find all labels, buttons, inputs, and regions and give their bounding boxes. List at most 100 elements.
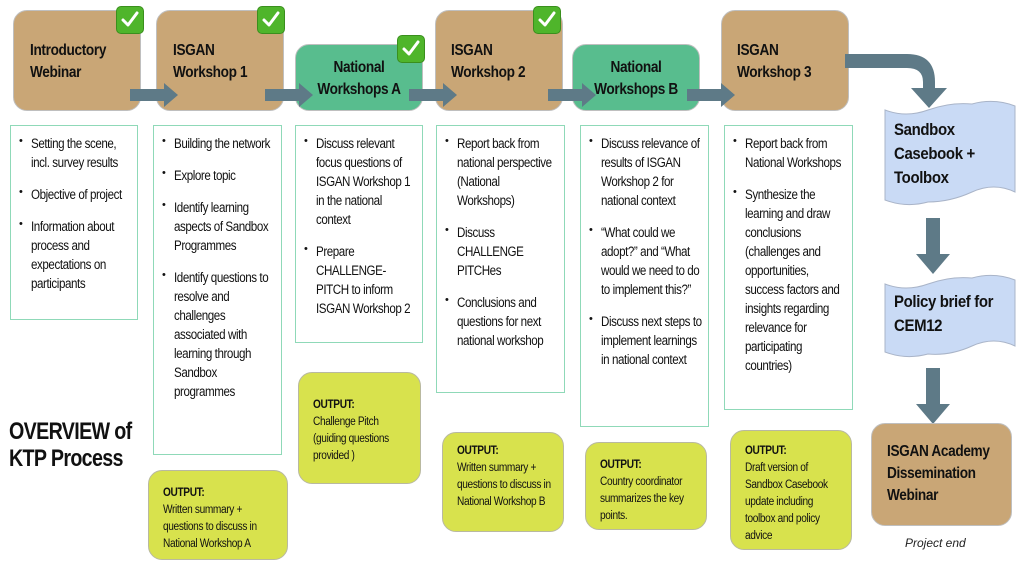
bullet-text: Setting the scene, incl. survey results (31, 136, 118, 170)
stage-label-line1: ISGAN (737, 42, 779, 59)
bullet-item: Identify learning aspects of Sandbox Pro… (162, 196, 275, 255)
stage-label: National Workshops B (581, 57, 692, 101)
bullet-list: Discuss relevant focus questions of ISGA… (304, 132, 416, 318)
bullet-item: Discuss next steps to implement learning… (589, 310, 702, 369)
bullet-text: Information about process and expectatio… (31, 219, 115, 291)
checkmark-icon (116, 6, 144, 34)
stage-label-line2: Workshop 1 (173, 64, 248, 81)
stage-label-line1: National (610, 59, 662, 76)
arrow-down-icon (916, 218, 950, 274)
bullet-text: Explore topic (174, 168, 236, 183)
checkmark-icon (257, 6, 285, 34)
deliverable-label: Policy brief for CEM12 (894, 290, 993, 338)
bullet-item: Discuss CHALLENGE PITCHes (445, 221, 558, 280)
checkmark-icon (533, 6, 561, 34)
bullets-isgan-workshop-2: Report back from national perspective (N… (436, 125, 565, 393)
bullet-text: Discuss CHALLENGE PITCHes (457, 225, 524, 278)
output-isgan-workshop-1: OUTPUT: Written summary + questions to d… (148, 470, 288, 560)
stage-label-line3: Webinar (887, 487, 939, 504)
stage-label-line2: Workshop 2 (451, 64, 526, 81)
stage-label-line2: Workshops A (317, 81, 401, 98)
bullet-item: Setting the scene, incl. survey results (19, 132, 131, 172)
arrow-right-icon (548, 83, 596, 107)
diagram-title-line2: KTP Process (9, 445, 124, 472)
arrow-right-icon (409, 83, 457, 107)
output-national-workshops-b: OUTPUT: Country coordinator summarizes t… (585, 442, 707, 530)
bullet-list: Discuss relevance of results of ISGAN Wo… (589, 132, 702, 369)
output-text: Challenge Pitch (guiding questions provi… (313, 416, 389, 462)
deliverable-label-line2: CEM12 (894, 316, 943, 335)
bullet-item: Report back from national perspective (N… (445, 132, 558, 210)
deliverable-label-line2: Casebook + (894, 144, 975, 163)
stage-label-line1: Introductory (30, 42, 107, 59)
stage-isgan-academy-webinar: ISGAN Academy Dissemination Webinar (871, 423, 1012, 526)
deliverable-label-line3: Toolbox (894, 168, 949, 187)
bullet-list: Setting the scene, incl. survey results … (19, 132, 131, 293)
stage-label: ISGAN Academy Dissemination Webinar (887, 441, 990, 507)
bullet-item: Identify questions to resolve and challe… (162, 266, 275, 401)
bullet-text: Synthesize the learning and draw conclus… (745, 187, 840, 373)
stage-label: ISGAN Workshop 3 (737, 40, 812, 84)
bullet-text: “What could we adopt?” and “What would w… (601, 225, 700, 297)
bullet-list: Report back from National Workshops Synt… (733, 132, 846, 375)
bullet-text: Prepare CHALLENGE-PITCH to inform ISGAN … (316, 244, 411, 316)
output-title: OUTPUT: (745, 445, 787, 457)
output-text: Country coordinator summarizes the key p… (600, 476, 684, 522)
bullet-text: Report back from national perspective (N… (457, 136, 552, 208)
bullets-national-workshops-b: Discuss relevance of results of ISGAN Wo… (580, 125, 709, 427)
bullet-item: Discuss relevant focus questions of ISGA… (304, 132, 416, 229)
stage-label-line2: Dissemination (887, 465, 976, 482)
deliverable-policy-brief: Policy brief for CEM12 (884, 272, 1016, 358)
bullets-isgan-workshop-1: Building the network Explore topic Ident… (153, 125, 282, 455)
bullets-isgan-workshop-3: Report back from National Workshops Synt… (724, 125, 853, 410)
arrow-right-icon (265, 83, 313, 107)
stage-national-workshops-b: National Workshops B (572, 44, 700, 111)
arrow-right-icon (687, 83, 735, 107)
bullet-text: Objective of project (31, 187, 122, 202)
stage-label: Introductory Webinar (30, 40, 106, 84)
arrow-down-icon (916, 368, 950, 424)
bullet-text: Discuss next steps to implement learning… (601, 314, 702, 367)
bullet-item: Building the network (162, 132, 275, 153)
output-text: Draft version of Sandbox Casebook update… (745, 462, 828, 542)
stage-isgan-workshop-3: ISGAN Workshop 3 (721, 10, 849, 111)
bullet-item: “What could we adopt?” and “What would w… (589, 221, 702, 299)
project-end-caption: Project end (905, 536, 966, 550)
bullet-item: Synthesize the learning and draw conclus… (733, 183, 846, 375)
bullets-national-workshops-a: Discuss relevant focus questions of ISGA… (295, 125, 423, 343)
bullet-text: Conclusions and questions for next natio… (457, 295, 544, 348)
bullet-text: Report back from National Workshops (745, 136, 841, 170)
stage-label-line1: National (333, 59, 385, 76)
deliverable-label-line1: Policy brief for (894, 292, 994, 311)
diagram-title: OVERVIEW of KTP Process (9, 418, 132, 472)
output-title: OUTPUT: (457, 445, 499, 457)
output-isgan-workshop-3: OUTPUT: Draft version of Sandbox Caseboo… (730, 430, 852, 550)
deliverable-label-line1: Sandbox (894, 120, 955, 139)
diagram-title-line1: OVERVIEW of (9, 418, 132, 445)
stage-label-line2: Workshop 3 (737, 64, 812, 81)
stage-label-line2: Webinar (30, 64, 82, 81)
bullet-item: Conclusions and questions for next natio… (445, 291, 558, 350)
bullet-text: Discuss relevance of results of ISGAN Wo… (601, 136, 700, 208)
stage-label: ISGAN Workshop 1 (173, 40, 248, 84)
deliverable-label: Sandbox Casebook + Toolbox (894, 118, 975, 190)
stage-label-line1: ISGAN (451, 42, 493, 59)
bullet-item: Information about process and expectatio… (19, 215, 131, 293)
stage-label: National Workshops A (304, 57, 415, 101)
bullet-item: Discuss relevance of results of ISGAN Wo… (589, 132, 702, 210)
output-national-workshops-a: OUTPUT: Challenge Pitch (guiding questio… (298, 372, 421, 484)
stage-label: ISGAN Workshop 2 (451, 40, 526, 84)
curved-arrow-icon (845, 54, 947, 108)
bullet-text: Identify learning aspects of Sandbox Pro… (174, 200, 269, 253)
bullets-introductory-webinar: Setting the scene, incl. survey results … (10, 125, 138, 320)
checkmark-icon (397, 35, 425, 63)
output-isgan-workshop-2: OUTPUT: Written summary + questions to d… (442, 432, 564, 532)
arrow-right-icon (130, 83, 178, 107)
bullet-item: Report back from National Workshops (733, 132, 846, 172)
bullet-item: Objective of project (19, 183, 131, 204)
deliverable-sandbox-casebook: Sandbox Casebook + Toolbox (884, 96, 1016, 208)
output-text: Written summary + questions to discuss i… (163, 504, 257, 550)
stage-label-line2: Workshops B (594, 81, 678, 98)
bullet-list: Building the network Explore topic Ident… (162, 132, 275, 401)
output-title: OUTPUT: (600, 459, 642, 471)
